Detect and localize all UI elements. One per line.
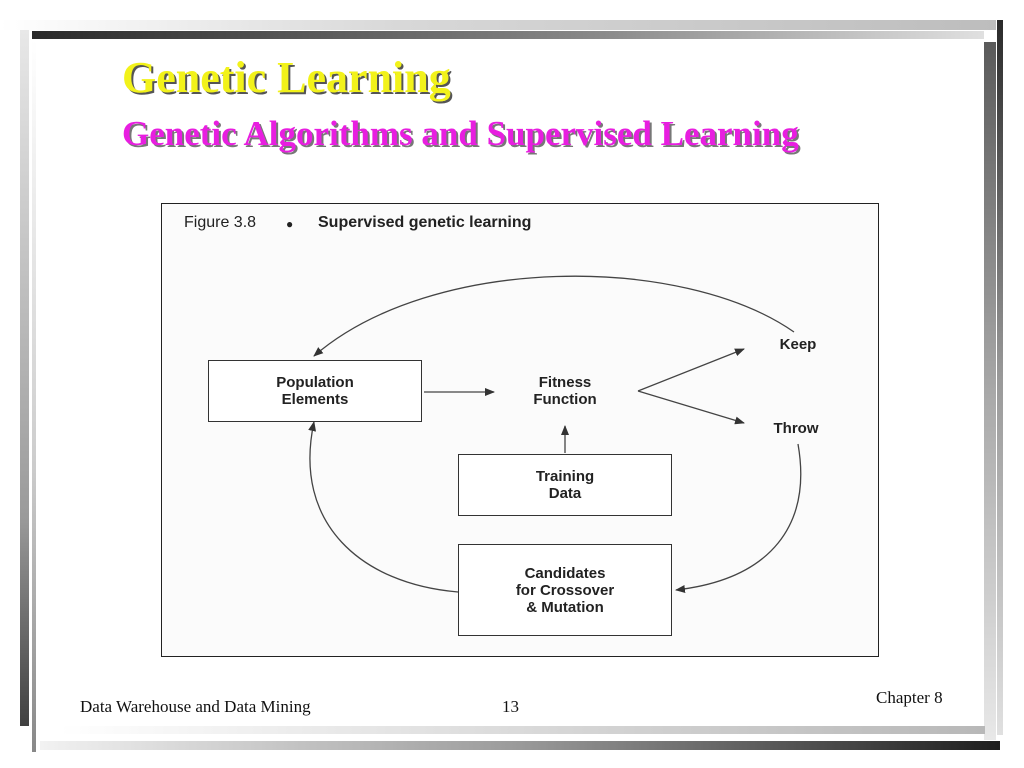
footer-course-name: Data Warehouse and Data Mining <box>80 697 311 716</box>
top-frame-bar <box>32 31 984 39</box>
arrow-fitness-to-throw <box>637 390 745 425</box>
figure-image: Figure 3.8 ● Supervised genetic learning… <box>161 203 879 657</box>
candidates-box: Candidates for Crossover & Mutation <box>458 544 672 636</box>
figure-bullet: ● <box>286 217 294 231</box>
throw-label: Throw <box>773 420 819 437</box>
training-data-box: Training Data <box>458 454 672 516</box>
figure-caption: Supervised genetic learning <box>318 214 532 231</box>
arrow-keep-to-population <box>313 275 795 357</box>
footer-chapter: Chapter 8 <box>876 688 943 707</box>
fitness-function-label: Fitness Function <box>533 374 597 408</box>
footer-page-number: 13 <box>502 697 519 716</box>
slide-subtitle: Genetic Algorithms and Supervised Learni… <box>122 114 799 153</box>
population-elements-box: Population Elements <box>208 360 422 422</box>
arrow-throw-to-candidates <box>675 443 802 593</box>
bottom-shadow-bar <box>60 726 985 734</box>
top-shadow-bar <box>0 20 996 30</box>
arrow-fitness-to-keep <box>637 348 745 392</box>
arrow-candidates-to-population <box>308 421 459 593</box>
left-frame-bar <box>20 30 29 726</box>
left-inner-bar <box>32 40 36 752</box>
right-inner-bar <box>997 20 1003 735</box>
right-frame-bar <box>984 42 996 740</box>
keep-label: Keep <box>779 336 817 353</box>
figure-label: Figure 3.8 <box>184 214 257 231</box>
slide-title: Genetic Learning <box>122 53 451 102</box>
diagram-arrows <box>308 275 802 593</box>
bottom-frame-bar <box>40 741 1000 750</box>
